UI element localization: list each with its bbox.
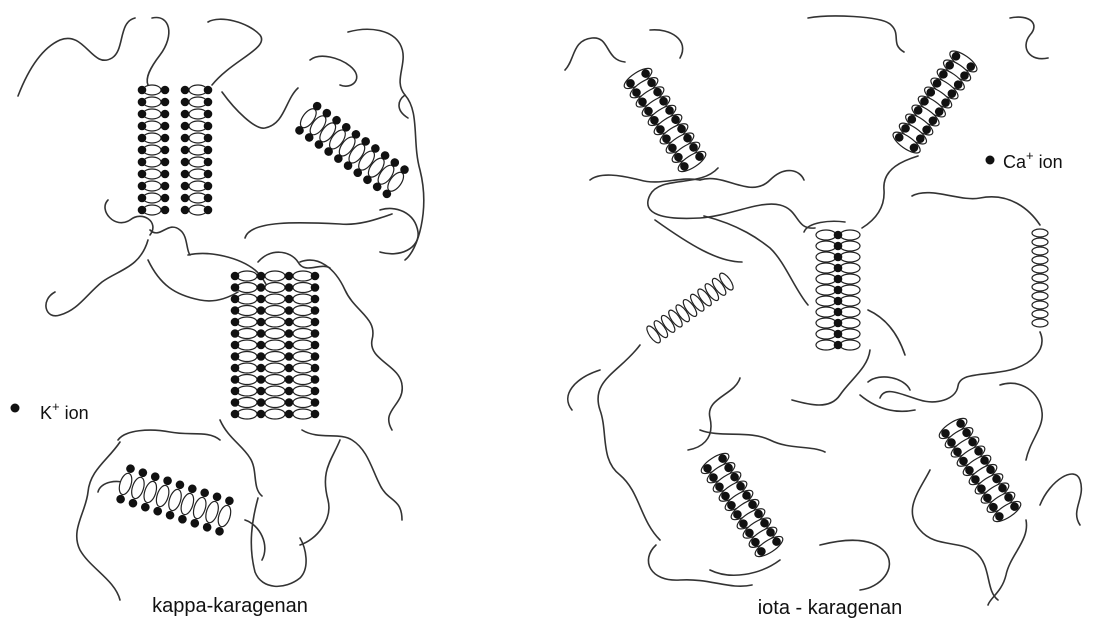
ca-ion-legend-marker: [986, 156, 995, 165]
iota-bundle-top-right: [890, 47, 980, 156]
kappa-double-helix-bundles: [114, 85, 411, 537]
iota-single-coil-right: [1032, 229, 1048, 327]
kappa-bundle-bottom: [114, 463, 236, 537]
kappa-panel: K+ ion kappa-karagenan: [11, 18, 424, 617]
kappa-bundle-center: [231, 271, 320, 419]
kappa-bundle-diagonal: [293, 99, 412, 200]
iota-legend: Ca+ ion: [986, 148, 1063, 172]
k-ion-legend-marker: [11, 404, 20, 413]
iota-caption: iota - karagenan: [758, 597, 903, 619]
iota-double-helix-bundles: [621, 47, 1048, 560]
kappa-bundle-top: [138, 85, 213, 215]
iota-bundle-bottom-right: [936, 415, 1023, 526]
iota-single-coil-left: [644, 271, 735, 345]
iota-bundle-bottom-left: [698, 450, 785, 561]
k-ion-legend-label: K+ ion: [40, 399, 89, 423]
kappa-caption: kappa-karagenan: [152, 595, 308, 617]
iota-bundle-top-left: [621, 65, 708, 176]
iota-panel: Ca+ ion iota - karagenan: [565, 16, 1081, 619]
kappa-legend: K+ ion: [11, 399, 89, 423]
iota-bundle-center: [816, 230, 860, 350]
ca-ion-legend-label: Ca+ ion: [1003, 148, 1063, 172]
